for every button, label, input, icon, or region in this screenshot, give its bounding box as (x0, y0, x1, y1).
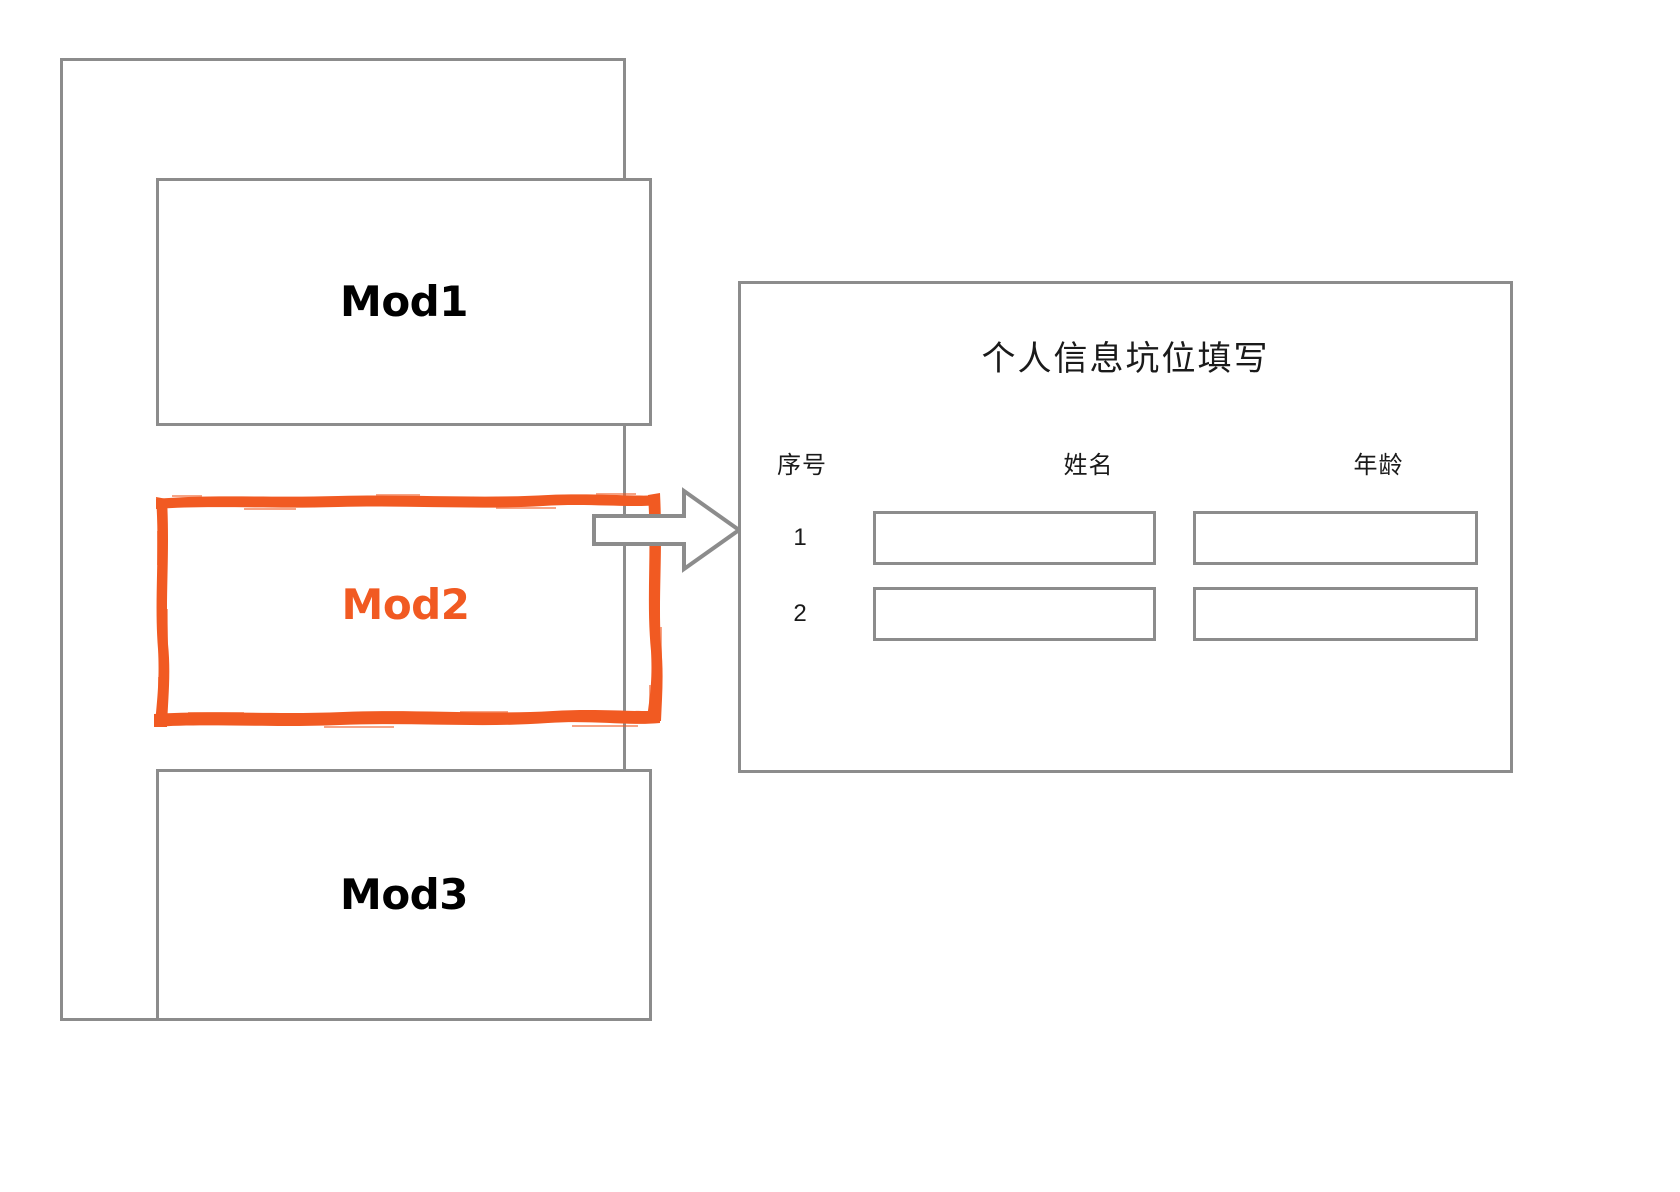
form-panel-title: 个人信息坑位填写 (981, 340, 1270, 378)
flow-arrow-right-icon (592, 486, 742, 574)
module-stack-container: Mod1 (60, 58, 663, 1021)
table-header-row: 序号 姓名 年龄 (741, 454, 1510, 500)
module-label-mod3: Mod3 (340, 870, 468, 919)
module-label-mod2: Mod2 (341, 580, 470, 629)
age-field-row2[interactable] (1193, 587, 1478, 641)
module-label-mod1: Mod1 (340, 277, 468, 326)
name-field-row1[interactable] (873, 511, 1156, 565)
module-box-mod3[interactable]: Mod3 (156, 769, 652, 1021)
module-box-mod1[interactable]: Mod1 (156, 178, 652, 426)
row-index-value: 2 (793, 600, 807, 627)
column-header-index: 序号 (777, 453, 827, 479)
table-row: 1 (741, 500, 1510, 576)
module-box-mod2-highlighted[interactable]: Mod2 (148, 459, 663, 737)
personal-info-table: 序号 姓名 年龄 1 2 (741, 454, 1510, 652)
row-index-value: 1 (793, 524, 807, 551)
column-header-name: 姓名 (1063, 453, 1114, 479)
personal-info-form-panel: 个人信息坑位填写 序号 姓名 年龄 1 2 (738, 281, 1513, 773)
table-row: 2 (741, 576, 1510, 652)
name-field-row2[interactable] (873, 587, 1156, 641)
column-header-age: 年龄 (1353, 453, 1404, 479)
age-field-row1[interactable] (1193, 511, 1478, 565)
